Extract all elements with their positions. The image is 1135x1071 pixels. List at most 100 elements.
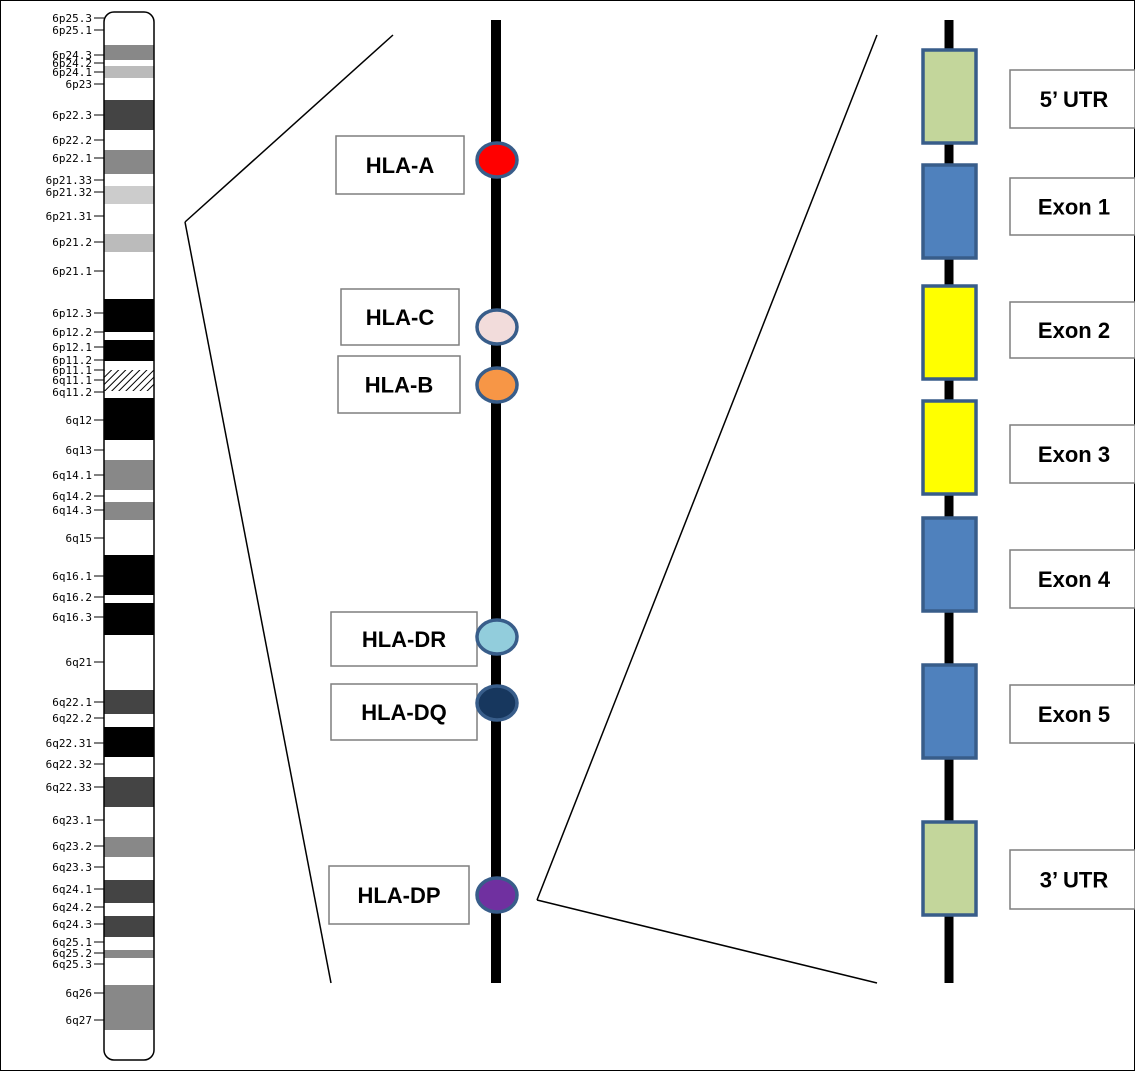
segment-label: Exon 1 — [1038, 195, 1110, 220]
band-label: 6p22.2 — [52, 134, 92, 147]
locus-label: HLA-C — [366, 305, 435, 330]
segment-label: 5’ UTR — [1040, 87, 1109, 112]
band-label: 6q13 — [66, 444, 93, 457]
chromosome-band — [104, 635, 154, 690]
band-label: 6q11.2 — [52, 386, 92, 399]
chromosome-band — [104, 690, 154, 714]
chromosome-band — [104, 383, 154, 391]
chromosome-band — [104, 595, 154, 603]
band-label: 6p21.2 — [52, 236, 92, 249]
chromosome-band — [104, 340, 154, 361]
chromosome-band — [104, 857, 154, 880]
chromosome-band — [104, 880, 154, 903]
chromosome-band — [104, 150, 154, 174]
band-label: 6q22.33 — [46, 781, 92, 794]
segment-block — [923, 50, 976, 143]
band-label: 6p22.3 — [52, 109, 92, 122]
band-label: 6q16.3 — [52, 611, 92, 624]
band-label: 6q22.2 — [52, 712, 92, 725]
band-label: 6q14.2 — [52, 490, 92, 503]
chromosome-band — [104, 174, 154, 186]
chromosome-band — [104, 332, 154, 340]
chromosome-band — [104, 502, 154, 520]
band-labels: 6p25.36p25.16p24.36p24.26p24.16p236p22.3… — [46, 12, 104, 1027]
locus-marker — [477, 686, 517, 720]
gene-segment: Exon 2 — [923, 286, 1135, 379]
chromosome-band — [104, 234, 154, 252]
chromosome-band — [104, 24, 154, 45]
chromosome-band — [104, 757, 154, 777]
segment-label: Exon 3 — [1038, 442, 1110, 467]
band-label: 6q25.3 — [52, 958, 92, 971]
hla-locus-hla-dq: HLA-DQ — [331, 684, 517, 740]
chromosome-band — [104, 603, 154, 635]
locus-label: HLA-B — [365, 373, 433, 398]
chromosome-band — [104, 555, 154, 595]
gene-segment: 3’ UTR — [923, 822, 1135, 915]
segment-label: 3’ UTR — [1040, 868, 1109, 893]
segment-label: Exon 2 — [1038, 318, 1110, 343]
chromosome-band — [104, 937, 154, 950]
band-label: 6p21.1 — [52, 265, 92, 278]
chromosome-band — [104, 398, 154, 440]
segment-label: Exon 5 — [1038, 702, 1110, 727]
band-label: 6q14.1 — [52, 469, 92, 482]
segment-label: Exon 4 — [1038, 567, 1111, 592]
hla-locus-hla-b: HLA-B — [338, 356, 517, 413]
locus-marker — [477, 878, 517, 912]
chromosome-band — [104, 130, 154, 150]
locus-label: HLA-DQ — [361, 700, 447, 725]
chromosome-band — [104, 299, 154, 332]
segment-block — [923, 665, 976, 758]
band-label: 6q23.2 — [52, 840, 92, 853]
band-label: 6p25.1 — [52, 24, 92, 37]
gene-segment: Exon 1 — [923, 165, 1135, 258]
band-label: 6q22.1 — [52, 696, 92, 709]
chromosome-band — [104, 490, 154, 502]
gene-structure: 5’ UTR Exon 1 Exon 2 Exon 3 Exon 4 Exon 5 3’ U… — [923, 50, 1135, 915]
band-label: 6q15 — [66, 532, 93, 545]
chromosome-band — [104, 985, 154, 1030]
band-label: 6q22.31 — [46, 737, 92, 750]
locus-label: HLA-DP — [357, 883, 440, 908]
locus-marker — [477, 368, 517, 402]
band-label: 6p12.1 — [52, 341, 92, 354]
band-label: 6q23.3 — [52, 861, 92, 874]
gene-segment: 5’ UTR — [923, 50, 1135, 143]
band-label: 6q24.3 — [52, 918, 92, 931]
band-label: 6q21 — [66, 656, 93, 669]
band-label: 6q14.3 — [52, 504, 92, 517]
hla-locus-hla-dp: HLA-DP — [329, 866, 517, 924]
chromosome-band — [104, 950, 154, 958]
hla-locus-hla-c: HLA-C — [341, 289, 517, 345]
band-label: 6q22.32 — [46, 758, 92, 771]
chromosome-band — [104, 391, 154, 398]
band-label: 6q16.1 — [52, 570, 92, 583]
chromosome-band — [104, 714, 154, 727]
chromosome-band — [104, 66, 154, 78]
band-label: 6q24.2 — [52, 901, 92, 914]
band-label: 6p12.2 — [52, 326, 92, 339]
chromosome-band — [104, 837, 154, 857]
chromosome-band — [104, 252, 154, 299]
chromosome-band — [104, 440, 154, 460]
chromosome-band — [104, 807, 154, 837]
locus-marker — [477, 310, 517, 344]
segment-block — [923, 401, 976, 494]
segment-block — [923, 286, 976, 379]
band-label: 6p22.1 — [52, 152, 92, 165]
chromosome-band — [104, 1030, 154, 1060]
band-label: 6p23 — [66, 78, 93, 91]
band-label: 6p21.32 — [46, 186, 92, 199]
band-label: 6p21.31 — [46, 210, 92, 223]
locus-marker — [477, 143, 517, 177]
chromosome-band — [104, 370, 154, 383]
chromosome-band — [104, 777, 154, 807]
band-label: 6q12 — [66, 414, 93, 427]
chromosome-band — [104, 903, 154, 916]
segment-block — [923, 165, 976, 258]
gene-segment: Exon 5 — [923, 665, 1135, 758]
